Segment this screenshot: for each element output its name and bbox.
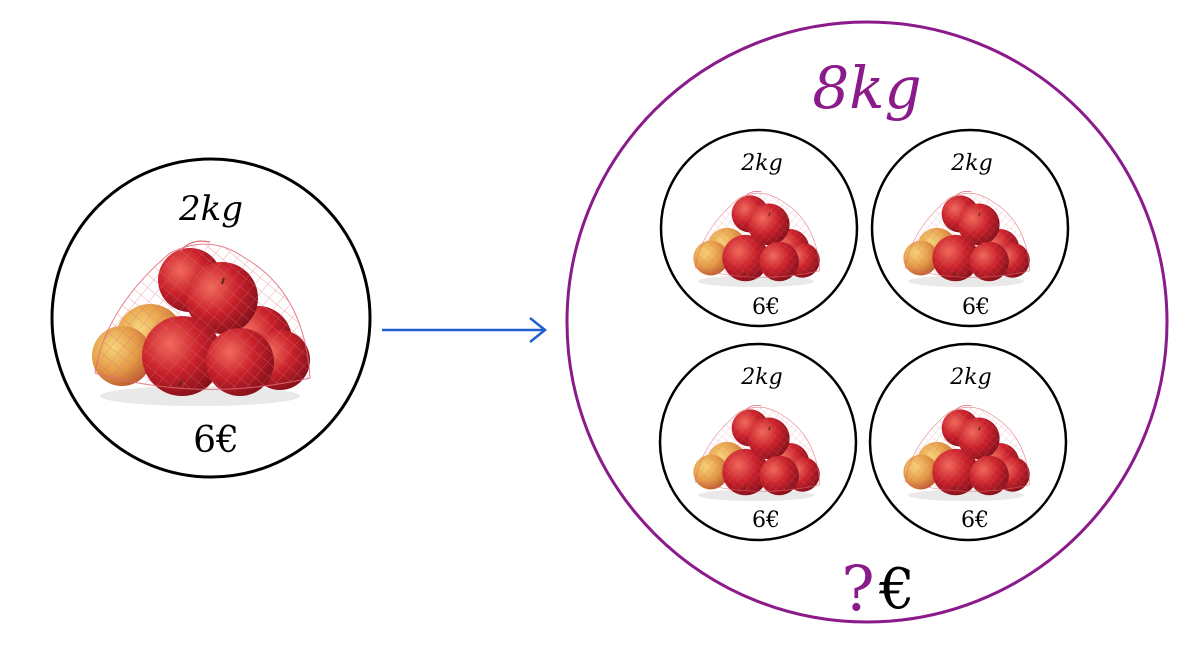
single-bag-group: 2kg 6€: [50, 157, 372, 479]
small-bag-price: 6€: [961, 508, 989, 533]
small-bag-price: 6€: [752, 508, 780, 533]
total-bag-unknown-price: ?: [841, 552, 874, 625]
right-arrow-icon: [382, 317, 548, 343]
small-bag: 2kg 6€: [868, 342, 1068, 542]
single-bag-weight: 2kg: [178, 189, 243, 229]
small-bag-weight: 2kg: [949, 365, 991, 390]
total-bag-currency: €: [878, 557, 915, 622]
small-bag-weight: 2kg: [950, 151, 992, 176]
small-bag: 2kg 6€: [870, 128, 1070, 328]
small-bag-weight: 2kg: [740, 365, 782, 390]
small-bag: 2kg 6€: [659, 128, 859, 328]
small-bag-weight: 2kg: [740, 151, 782, 176]
small-bag-price: 6€: [752, 295, 780, 320]
total-bag-weight: 8kg: [812, 54, 921, 122]
total-bag-group: 8kg ? € 2kg 6€ 2kg 6€ 2kg 6€ 2kg: [565, 20, 1169, 625]
small-bag-price: 6€: [962, 295, 990, 320]
single-bag-price: 6€: [193, 420, 239, 461]
small-bag: 2kg 6€: [658, 342, 858, 542]
